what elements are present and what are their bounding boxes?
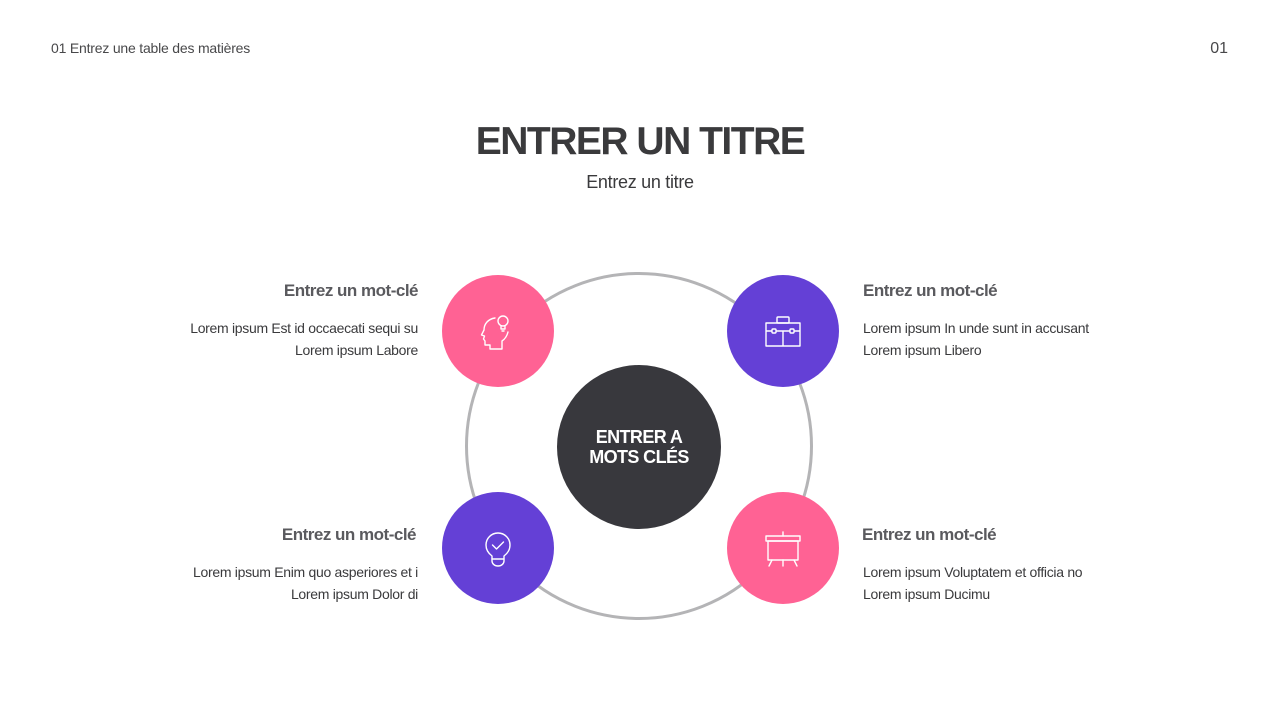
keyword-description-line1: Lorem ipsum Est id occaecati sequi su <box>190 320 418 336</box>
lightbulb-check-icon <box>485 532 511 567</box>
keyword-item-bottom-right: Entrez un mot-clé Lorem ipsum Voluptatem… <box>862 525 1122 605</box>
keyword-description-line2: Lorem ipsum Labore <box>295 342 418 358</box>
keyword-heading: Entrez un mot-clé <box>281 525 417 544</box>
keyword-item-bottom-left: Entrez un mot-clé Lorem ipsum Enim quo a… <box>156 525 418 605</box>
presentation-board-icon <box>765 531 801 567</box>
keyword-heading: Entrez un mot-clé <box>283 281 419 300</box>
keyword-item-top-right: Entrez un mot-clé Lorem ipsum In unde su… <box>863 281 1123 361</box>
page-subtitle: Entrez un titre <box>586 172 694 192</box>
center-keyword-label: ENTRER A MOTS CLÉS <box>589 427 689 467</box>
keyword-heading: Entrez un mot-clé <box>862 525 997 544</box>
node-top-right <box>727 275 839 387</box>
keyword-description-line2: Lorem ipsum Ducimu <box>863 586 990 602</box>
keyword-description-line2: Lorem ipsum Libero <box>863 342 982 358</box>
page-title: ENTRER UN TITRE <box>475 120 806 163</box>
keyword-description-line1: Lorem ipsum Enim quo asperiores et i <box>193 564 418 580</box>
briefcase-icon <box>765 316 801 347</box>
table-of-contents-label: 01 Entrez une table des matières <box>51 40 251 56</box>
center-keyword-circle: ENTRER A MOTS CLÉS <box>557 365 721 529</box>
node-bottom-right <box>727 492 839 604</box>
cycle-ring <box>465 272 813 620</box>
head-lightbulb-icon <box>480 315 509 350</box>
page-number: 01 <box>1210 40 1228 57</box>
node-top-left <box>442 275 554 387</box>
keyword-description-line1: Lorem ipsum In unde sunt in accusant <box>863 320 1089 336</box>
node-bottom-left <box>442 492 554 604</box>
keyword-description-line1: Lorem ipsum Voluptatem et officia no <box>863 564 1083 580</box>
keyword-description-line2: Lorem ipsum Dolor di <box>290 586 418 602</box>
keyword-item-top-left: Entrez un mot-clé Lorem ipsum Est id occ… <box>158 281 418 361</box>
keyword-heading: Entrez un mot-clé <box>863 281 998 300</box>
